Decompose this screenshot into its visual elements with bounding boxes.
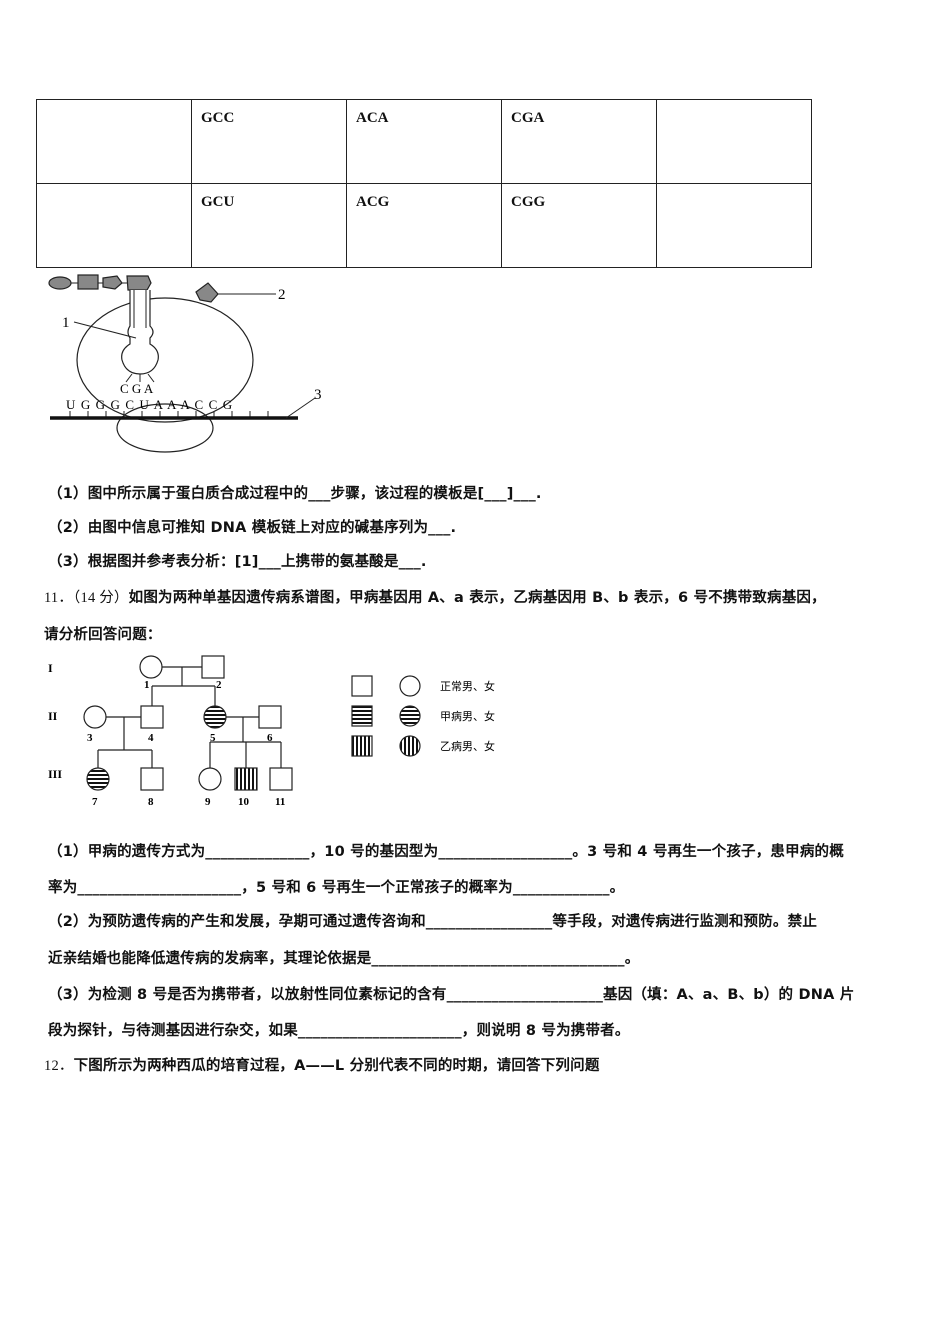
q10-part3: （3）根据图并参考表分析：[1]___上携带的氨基酸是___.	[48, 554, 427, 570]
q11-stem: 如图为两种单基因遗传病系谱图，甲病基因用 A、a 表示，乙病基因用 B、b 表示…	[128, 590, 826, 606]
table-cell	[656, 183, 812, 268]
ribosome-large-subunit	[76, 297, 254, 423]
table-cell	[36, 99, 192, 184]
table-cell: ACG	[346, 183, 502, 268]
question-number: 11．（14 分）	[44, 590, 129, 606]
individual-11	[269, 767, 293, 791]
q12-stem: 下图所示为两种西瓜的培育过程，A——L 分别代表不同的时期，请回答下列问题	[73, 1058, 600, 1074]
codon-table: GCC ACA CGA GCU ACG CGG	[36, 99, 812, 268]
individual-id: 10	[238, 796, 250, 808]
individual-3	[83, 705, 107, 729]
q11-part3-line1: （3）为检测 8 号是否为携带者，以放射性同位素标记的含有___________…	[48, 987, 855, 1003]
individual-id: 8	[148, 796, 154, 808]
table-cell: ACA	[346, 99, 502, 184]
question-number: 12．	[44, 1058, 74, 1074]
mrna-bases: U G G G C U A A A C C G	[66, 397, 233, 412]
table-cell: CGA	[501, 99, 657, 184]
q11-line1: 11．（14 分）如图为两种单基因遗传病系谱图，甲病基因用 A、a 表示，乙病基…	[44, 586, 826, 607]
q11-part1-line1: （1）甲病的遗传方式为______________，10 号的基因型为_____…	[48, 844, 844, 860]
label-3: 3	[314, 387, 322, 403]
individual-id: 5	[210, 732, 216, 744]
anticodon-label: C G A	[120, 381, 154, 396]
table-cell	[36, 183, 192, 268]
translation-diagram: 2 C G A 1 U G G G C U A A A C C G 3	[48, 274, 322, 453]
individual-id: 7	[92, 796, 98, 808]
individual-id: 3	[87, 732, 93, 744]
table-cell: CGG	[501, 183, 657, 268]
individual-id: 2	[216, 679, 222, 691]
individual-8	[140, 767, 164, 791]
trna	[121, 290, 159, 375]
table-row: GCU ACG CGG	[36, 183, 812, 268]
legend-label: 甲病男、女	[440, 709, 495, 723]
table-cell: GCU	[191, 183, 347, 268]
individual-9	[198, 767, 222, 791]
individual-6	[258, 705, 282, 729]
legend-label: 正常男、女	[440, 679, 495, 693]
amino-acid-shape	[195, 282, 219, 303]
q11-part1-line2: 率为______________________，5 号和 6 号再生一个正常孩…	[48, 880, 625, 896]
pedigree-chart: I II III 1 2 3	[48, 655, 495, 808]
label-2: 2	[278, 287, 286, 303]
label-1: 1	[62, 315, 70, 331]
generation-label: III	[48, 767, 62, 781]
q11-part3-line2: 段为探针，与待测基因进行杂交，如果______________________，…	[48, 1023, 630, 1039]
table-cell: GCC	[191, 99, 347, 184]
table-cell	[656, 99, 812, 184]
individual-5	[203, 705, 227, 729]
individual-id: 1	[144, 679, 150, 691]
pedigree-legend	[351, 675, 421, 757]
individual-2	[201, 655, 225, 679]
individual-7	[86, 767, 110, 791]
individual-id: 4	[148, 732, 154, 744]
generation-label: I	[48, 661, 53, 675]
individual-1	[139, 655, 163, 679]
individual-10	[234, 767, 258, 791]
individual-id: 6	[267, 732, 273, 744]
individual-id: 11	[275, 796, 285, 808]
legend-label: 乙病男、女	[440, 739, 495, 753]
q12-line: 12．下图所示为两种西瓜的培育过程，A——L 分别代表不同的时期，请回答下列问题	[44, 1054, 600, 1075]
q11-part2-line2: 近亲结婚也能降低遗传病的发病率，其理论依据是__________________…	[48, 951, 640, 967]
q11-part2-line1: （2）为预防遗传病的产生和发展，孕期可通过遗传咨询和______________…	[48, 914, 818, 930]
ribosome-small-subunit	[116, 403, 214, 453]
q11-line2: 请分析回答问题：	[44, 627, 162, 643]
table-row: GCC ACA CGA	[36, 99, 812, 184]
individual-id: 9	[205, 796, 211, 808]
generation-label: II	[48, 709, 58, 723]
peptide-chain	[48, 274, 152, 291]
q10-part1: （1）图中所示属于蛋白质合成过程中的___步骤，该过程的模板是[___]___.	[48, 486, 542, 502]
q10-part2: （2）由图中信息可推知 DNA 模板链上对应的碱基序列为___.	[48, 520, 457, 536]
individual-4	[140, 705, 164, 729]
